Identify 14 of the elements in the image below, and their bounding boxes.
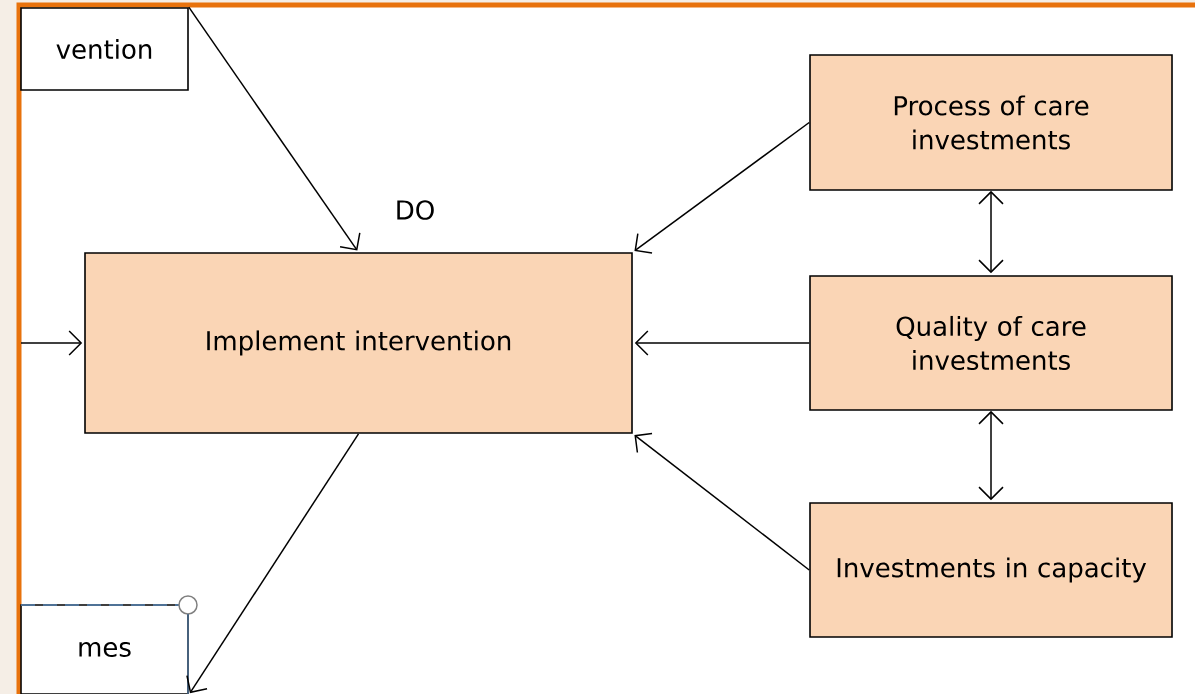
phase-label: DO xyxy=(397,200,434,220)
arrow xyxy=(978,410,1004,501)
process-box: Investments in capacity xyxy=(809,502,1173,638)
arrow xyxy=(186,433,360,694)
process-box: Quality of care investments xyxy=(809,275,1173,411)
process-box: Implement intervention xyxy=(84,252,633,434)
process-box: mes xyxy=(20,604,189,694)
arrow xyxy=(634,121,810,254)
arrow xyxy=(634,330,810,356)
arrow xyxy=(978,190,1004,274)
process-box: vention xyxy=(20,7,189,91)
arrow xyxy=(634,432,810,571)
process-box: Process of care investments xyxy=(809,54,1173,191)
arrow xyxy=(20,330,83,356)
